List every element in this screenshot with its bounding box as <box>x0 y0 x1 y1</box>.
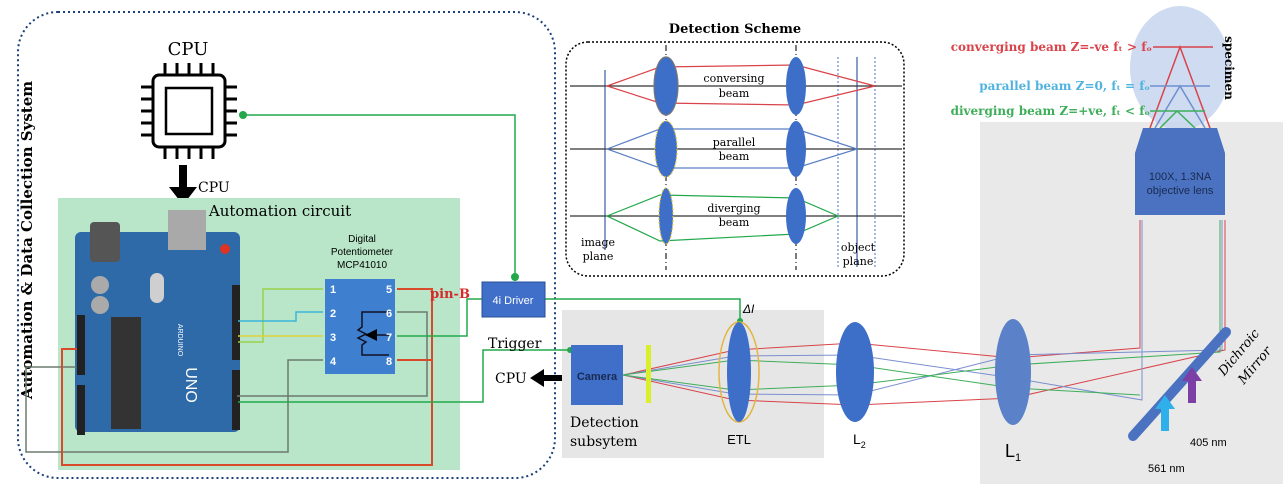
cpu-down-arrow-icon <box>169 165 197 205</box>
delta-label: ΔI <box>742 302 755 316</box>
arduino-brand: ARDUINO <box>176 324 183 357</box>
filter <box>646 345 651 403</box>
laser-561-label: 561 nm <box>1148 463 1185 475</box>
objective-lens <box>1135 128 1225 215</box>
pot-pin-5: 5 <box>386 284 392 296</box>
etl-core <box>727 322 751 422</box>
pin-b-label: pin-B <box>430 287 470 302</box>
driver-label: 4i Driver <box>493 295 534 307</box>
pot-label-2: Potentiometer <box>331 247 394 258</box>
l2-lens <box>836 322 874 422</box>
cpu-label: CPU <box>168 39 209 60</box>
wires <box>25 114 741 466</box>
cpu-arrow-label: CPU <box>198 180 230 196</box>
image-plane-line2: plane <box>583 250 614 263</box>
laser-405-arrow-icon <box>1182 367 1202 403</box>
objective-label-1: 100X, 1.3NA <box>1149 171 1212 183</box>
scheme-row-2-line1: parallel <box>713 136 756 149</box>
arduino-model: UNO <box>182 367 199 403</box>
scheme-row-1-line2: beam <box>719 87 750 100</box>
microscope-panel <box>980 122 1283 484</box>
detection-scheme-title: Detection Scheme <box>669 22 801 37</box>
laser-405-label: 405 nm <box>1190 437 1227 449</box>
cpu-return-label: CPU <box>495 371 527 387</box>
system-title: Automation & Data Collection System <box>18 81 36 400</box>
laser-561-arrow-icon <box>1155 395 1175 431</box>
pot-pin-6: 6 <box>386 308 392 320</box>
specimen-label: specimen <box>1222 36 1236 100</box>
camera-label: Camera <box>577 371 618 383</box>
driver-connection-dot <box>511 273 519 281</box>
potentiometer-chip <box>325 279 395 374</box>
scheme-row-1-line1: conversing <box>703 72 764 85</box>
camera <box>571 345 623 405</box>
cpu-chip-icon <box>141 63 237 159</box>
object-plane-line2: plane <box>843 255 874 268</box>
specimen <box>1130 6 1230 130</box>
pot-pin-1: 1 <box>330 284 336 296</box>
object-plane-line1: object <box>841 241 876 254</box>
arduino-board: ARDUINO UNO <box>75 210 240 435</box>
pot-pin-3: 3 <box>330 332 336 344</box>
automation-system-border <box>17 11 556 479</box>
pot-label-3: MCP41010 <box>337 260 387 271</box>
objective-label-2: objective lens <box>1147 185 1214 197</box>
automation-circuit-title: Automation circuit <box>208 202 351 220</box>
potentiometer-symbol <box>356 311 389 356</box>
beam-label-parallel: parallel beam Z=0, fₜ = fₒ <box>979 79 1150 93</box>
driver-box <box>481 281 546 318</box>
pot-label-1: Digital <box>348 234 376 245</box>
etl-label: ETL <box>727 432 751 447</box>
l1-lens <box>995 319 1031 425</box>
pot-pin-4: 4 <box>330 356 337 368</box>
trigger-label: Trigger <box>488 336 542 352</box>
image-plane-line1: image <box>581 236 615 249</box>
pot-pin-2: 2 <box>330 308 336 320</box>
scheme-row-2-line2: beam <box>719 150 750 163</box>
scheme-lenses <box>653 56 806 245</box>
pot-pin-8: 8 <box>386 356 392 368</box>
beam-label-converging: converging beam Z=-ve fₜ > fₒ <box>951 40 1152 54</box>
beam-label-diverging: diverging beam Z=+ve, fₜ < fₒ <box>951 104 1150 118</box>
cpu-left-arrow-icon <box>530 369 562 387</box>
pot-pin-7: 7 <box>386 332 392 344</box>
scheme-row-3-line2: beam <box>719 216 750 229</box>
scheme-row-3-line1: diverging <box>707 202 760 215</box>
detection-subsystem-title-1: Detection <box>570 415 639 431</box>
specimen-beams <box>1149 44 1213 129</box>
l1-label: L1 <box>1005 441 1021 464</box>
detection-subsystem-title-2: subsytem <box>570 434 637 450</box>
cpu-connection-dot <box>239 111 247 119</box>
dichroic-mirror <box>1128 327 1231 441</box>
l2-label: L2 <box>853 431 866 450</box>
